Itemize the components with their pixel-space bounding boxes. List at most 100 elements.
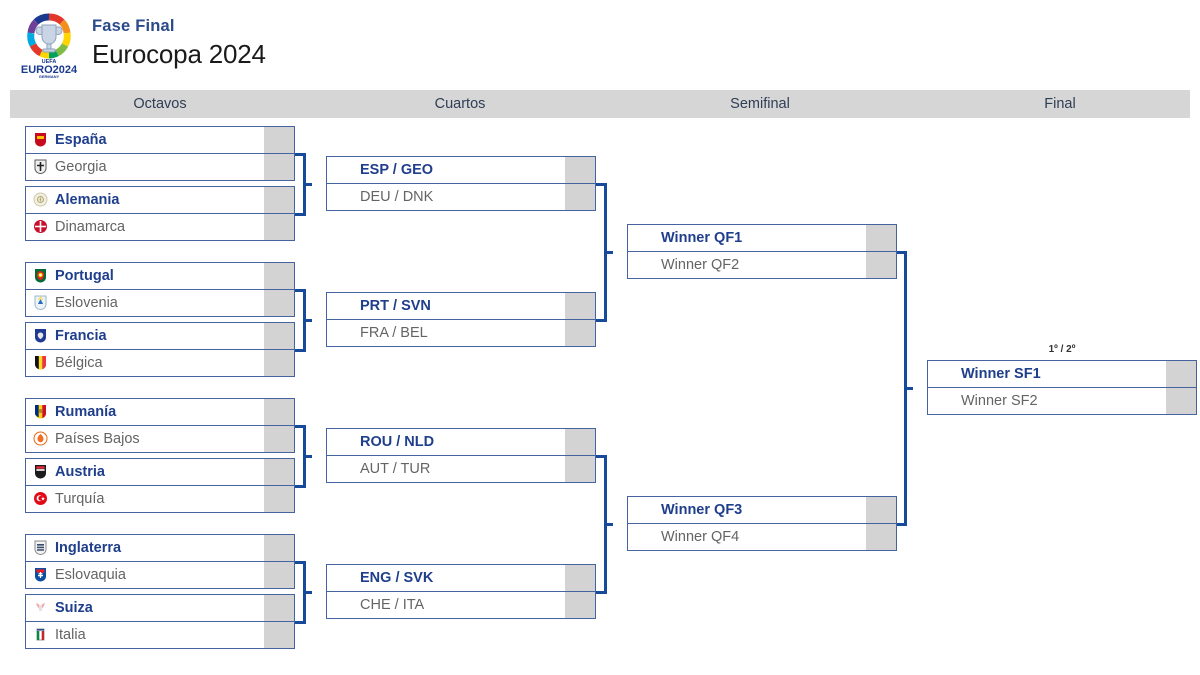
score-cell — [565, 591, 595, 618]
score-cell — [565, 455, 595, 482]
team-name: Dinamarca — [55, 218, 126, 235]
flag-denmark-icon — [33, 219, 48, 234]
match-slot-bottom[interactable]: Dinamarca — [26, 213, 294, 240]
match-slot-top[interactable]: ESP / GEO — [327, 157, 595, 184]
match-slot-top[interactable]: Winner SF1 — [928, 361, 1196, 388]
team-name: Austria — [55, 463, 105, 480]
score-cell — [1166, 387, 1196, 414]
score-cell — [565, 293, 595, 319]
team-name: Winner QF1 — [661, 229, 743, 246]
connector-stub-r16-3 — [302, 454, 312, 458]
match-slot-bottom[interactable]: CHE / ITA — [327, 591, 595, 618]
connector-h-r16-2-a — [295, 288, 306, 292]
match-slot-bottom[interactable]: Georgia — [26, 153, 294, 180]
team-name: Winner QF3 — [661, 501, 743, 518]
match-box[interactable]: ESP / GEO DEU / DNK — [326, 156, 596, 211]
match-slot-bottom[interactable]: Bélgica — [26, 349, 294, 376]
team-name: Rumanía — [55, 403, 117, 420]
match-slot-top[interactable]: Inglaterra — [26, 535, 294, 562]
team-name: Eslovaquia — [55, 566, 126, 583]
flag-slovakia-icon — [33, 567, 48, 582]
match-slot-bottom[interactable]: FRA / BEL — [327, 319, 595, 346]
match-slot-bottom[interactable]: Eslovenia — [26, 289, 294, 316]
score-cell — [264, 561, 294, 588]
match-slot-bottom[interactable]: Turquía — [26, 485, 294, 512]
team-name: Winner QF4 — [661, 528, 740, 545]
score-cell — [264, 399, 294, 425]
match-slot-top[interactable]: PRT / SVN — [327, 293, 595, 320]
score-cell — [264, 485, 294, 512]
flag-slovenia-icon — [33, 295, 48, 311]
match-slot-top[interactable]: España — [26, 127, 294, 154]
flag-portugal-icon — [33, 268, 48, 284]
match-slot-top[interactable]: ROU / NLD — [327, 429, 595, 456]
match-slot-bottom[interactable]: Winner SF2 — [928, 387, 1196, 414]
flag-georgia-icon — [33, 159, 48, 175]
team-name: Georgia — [55, 158, 107, 175]
team-name: FRA / BEL — [360, 324, 428, 341]
page-header: UEFA EURO2024 GERMANY Fase Final Eurocop… — [0, 0, 1200, 90]
score-cell — [264, 535, 294, 561]
match-slot-bottom[interactable]: Países Bajos — [26, 425, 294, 452]
match-slot-top[interactable]: Austria — [26, 459, 294, 486]
match-slot-top[interactable]: Winner QF3 — [628, 497, 896, 524]
connector-stub-r16-4 — [302, 590, 312, 594]
match-slot-bottom[interactable]: Winner QF4 — [628, 523, 896, 550]
round-header-semifinal: Semifinal — [730, 96, 790, 112]
team-name: Eslovenia — [55, 294, 118, 311]
match-slot-bottom[interactable]: Italia — [26, 621, 294, 648]
team-name: España — [55, 131, 107, 148]
match-slot-top[interactable]: Portugal — [26, 263, 294, 290]
match-slot-bottom[interactable]: DEU / DNK — [327, 183, 595, 210]
connector-h-qf-1-b — [596, 318, 607, 322]
score-cell — [264, 187, 294, 213]
team-name: PRT / SVN — [360, 297, 431, 314]
match-slot-bottom[interactable]: AUT / TUR — [327, 455, 595, 482]
team-name: ESP / GEO — [360, 161, 434, 178]
team-name: Winner SF1 — [961, 365, 1041, 382]
match-slot-bottom[interactable]: Winner QF2 — [628, 251, 896, 278]
flag-romania-icon — [33, 404, 48, 419]
connector-h-sf-1-a — [897, 250, 907, 254]
round-header-octavos: Octavos — [133, 96, 187, 112]
score-cell — [565, 183, 595, 210]
match-slot-top[interactable]: Rumanía — [26, 399, 294, 426]
match-slot-top[interactable]: Francia — [26, 323, 294, 350]
logo-germany-text: GERMANY — [39, 74, 60, 79]
score-cell — [264, 349, 294, 376]
score-cell — [264, 263, 294, 289]
connector-h-qf-1-a — [596, 182, 607, 186]
connector-h-r16-3-a — [295, 424, 306, 428]
score-cell — [264, 289, 294, 316]
match-slot-top[interactable]: Winner QF1 — [628, 225, 896, 252]
team-name: DEU / DNK — [360, 188, 434, 205]
match-slot-bottom[interactable]: Eslovaquia — [26, 561, 294, 588]
score-cell — [866, 225, 896, 251]
match-slot-top[interactable]: ENG / SVK — [327, 565, 595, 592]
phase-label: Fase Final — [92, 17, 175, 35]
title-block: Fase Final Eurocopa 2024 — [92, 16, 266, 70]
connector-h-r16-4-b — [295, 620, 306, 624]
match-slot-top[interactable]: Suiza — [26, 595, 294, 622]
match-box[interactable]: PRT / SVN FRA / BEL — [326, 292, 596, 347]
round-header-bar — [10, 90, 1190, 118]
match-slot-top[interactable]: Alemania — [26, 187, 294, 214]
score-cell — [264, 621, 294, 648]
page-title: Eurocopa 2024 — [92, 39, 266, 69]
team-name: Suiza — [55, 599, 93, 616]
team-name: Bélgica — [55, 354, 103, 371]
